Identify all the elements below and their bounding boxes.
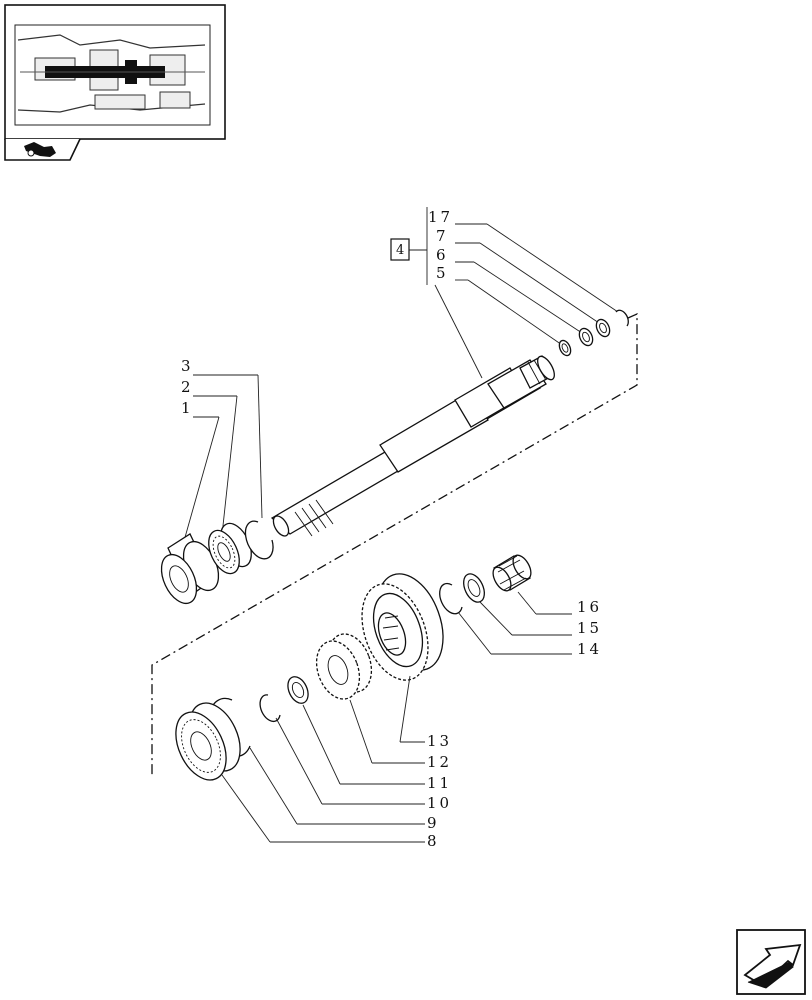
callout-15: 15 bbox=[577, 619, 602, 637]
callout-13: 13 bbox=[427, 732, 452, 750]
next-page-button[interactable] bbox=[736, 929, 806, 995]
callout-16: 16 bbox=[577, 598, 602, 616]
part-8-bearing[interactable] bbox=[166, 695, 250, 788]
callout-8: 8 bbox=[427, 832, 440, 850]
reference-box: 4 bbox=[390, 238, 427, 261]
part-14-snap-ring[interactable] bbox=[439, 582, 463, 615]
callout-12: 12 bbox=[427, 753, 452, 771]
callout-7: 7 bbox=[436, 227, 449, 245]
part-6-ring[interactable] bbox=[577, 326, 595, 347]
part-7-ring[interactable] bbox=[594, 317, 612, 338]
tractor-icon bbox=[24, 142, 56, 157]
part-2-bearing[interactable] bbox=[202, 519, 257, 579]
callout-group-bottom: 13 12 11 10 9 8 bbox=[221, 675, 452, 850]
callout-9: 9 bbox=[427, 814, 440, 832]
part-17-snap-ring[interactable] bbox=[615, 309, 629, 327]
part-5-ring[interactable] bbox=[557, 339, 573, 358]
part-12-small-gear[interactable] bbox=[309, 628, 379, 705]
part-3-snap-ring[interactable] bbox=[244, 520, 274, 560]
callout-group-top: 17 7 6 5 bbox=[426, 207, 619, 379]
part-10-snap-ring[interactable] bbox=[259, 694, 281, 723]
main-shaft bbox=[270, 355, 555, 537]
part-13-large-gear[interactable] bbox=[350, 565, 456, 689]
transmission-section-thumbnail bbox=[14, 24, 211, 126]
callout-group-left: 3 2 1 bbox=[181, 357, 263, 549]
callout-10: 10 bbox=[427, 794, 452, 812]
callout-5: 5 bbox=[436, 264, 449, 282]
callout-14: 14 bbox=[577, 640, 602, 658]
part-11-washer[interactable] bbox=[284, 674, 312, 707]
part-15-washer[interactable] bbox=[460, 571, 489, 606]
thumbnail-frame[interactable] bbox=[4, 4, 226, 161]
callout-2: 2 bbox=[181, 378, 194, 396]
callout-17: 17 bbox=[428, 208, 453, 226]
callout-6: 6 bbox=[436, 246, 449, 264]
callout-3: 3 bbox=[181, 357, 194, 375]
next-page-arrow-icon bbox=[743, 943, 802, 989]
assembly-boundary bbox=[151, 312, 638, 775]
callout-1: 1 bbox=[181, 399, 194, 417]
reference-box-label: 4 bbox=[396, 243, 404, 258]
part-1-bushing[interactable] bbox=[154, 533, 225, 609]
callout-11: 11 bbox=[427, 774, 452, 792]
part-16-needle-bearing[interactable] bbox=[489, 552, 534, 594]
callout-group-right: 16 15 14 bbox=[457, 591, 602, 658]
